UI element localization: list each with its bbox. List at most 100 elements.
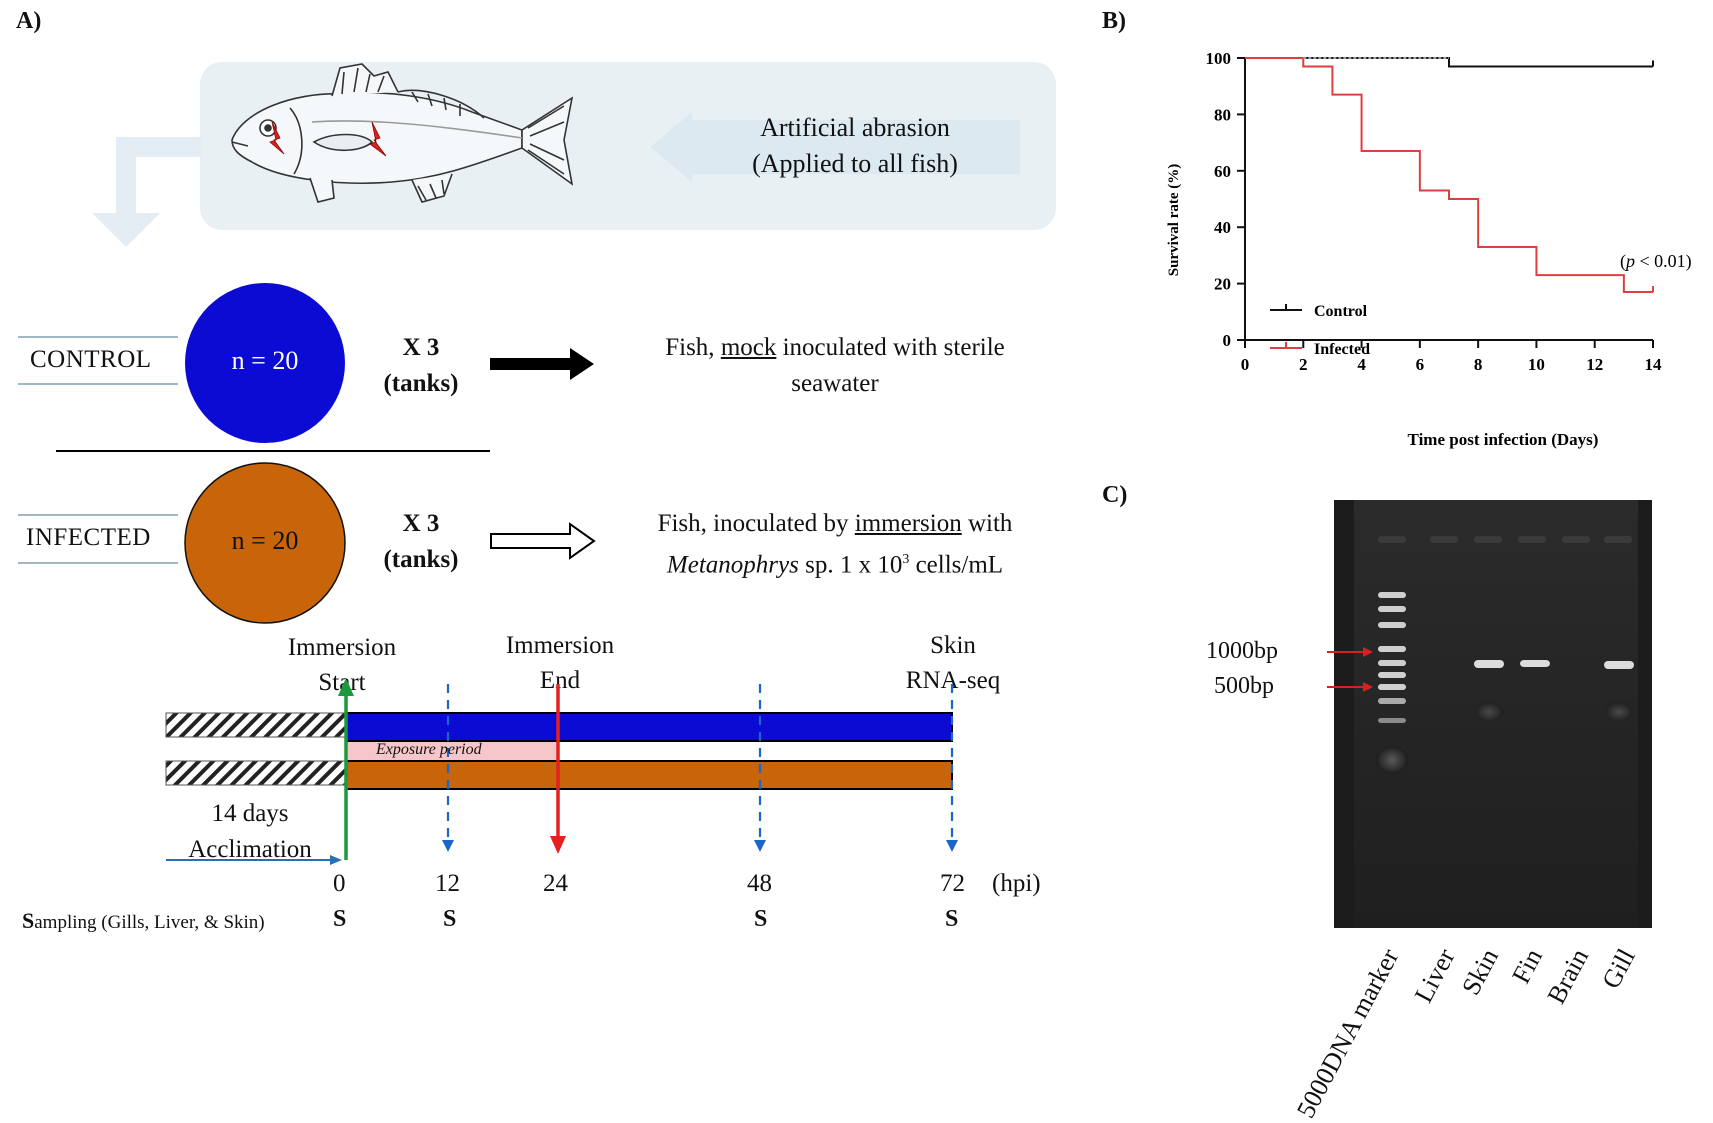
y-tick-label-60: 60: [1214, 162, 1231, 181]
y-tick-label-80: 80: [1214, 105, 1231, 124]
x-tick-label-14: 14: [1645, 355, 1663, 374]
control-label-line-bottom: [18, 383, 178, 385]
lane-label-gill: Gill: [1595, 943, 1641, 994]
chart-ylabel: Survival rate (%): [1166, 164, 1182, 276]
series-infected-line: [1245, 57, 1653, 294]
sampling-mark-0: S: [333, 906, 347, 932]
marker-arrows-icon: [1327, 647, 1373, 692]
legend-control: Control: [1314, 303, 1368, 320]
immersion-end-line2: End: [539, 667, 581, 694]
infected-desc-dose: sp. 1 x 10: [798, 551, 903, 579]
sampling-label-initial: S: [22, 908, 35, 933]
control-desc-post: inoculated with sterile: [776, 334, 1005, 361]
chart-annotation-rest: < 0.01): [1635, 251, 1692, 272]
control-n: n = 20: [231, 346, 299, 375]
control-tanks: (tanks): [383, 370, 459, 397]
x-tick-label-12: 12: [1586, 355, 1603, 374]
lane-label-marker: 5000DNA marker: [1290, 943, 1405, 1123]
skin-rnaseq-line1: Skin: [930, 632, 976, 659]
infected-label: INFECTED: [26, 524, 151, 551]
series-control-line: [1245, 57, 1653, 68]
flow-arrow-down-icon: [92, 137, 202, 247]
control-desc-line2: seawater: [791, 370, 879, 397]
control-desc-pre: Fish,: [665, 334, 721, 361]
panel-c-label: C): [1102, 482, 1128, 508]
infected-desc-pre: Fish, inoculated by: [657, 510, 855, 537]
acclimation-label: 14 days Acclimation: [160, 796, 340, 868]
lane-label-fin: Fin: [1506, 943, 1549, 989]
control-label: CONTROL: [30, 346, 152, 373]
infected-desc-species: Metanophrys: [666, 551, 799, 579]
infected-tanks: (tanks): [383, 546, 459, 573]
panel-a-label: A): [16, 8, 42, 34]
fish-illustration: [231, 63, 574, 203]
infected-replicates: X 3 (tanks): [376, 506, 466, 578]
infected-desc-underlined: immersion: [854, 510, 962, 537]
abrasion-line1: Artificial abrasion: [760, 113, 950, 142]
sampling-mark-48: S: [754, 906, 768, 932]
x-tick-label-0: 0: [1241, 355, 1250, 374]
y-tick-label-100: 100: [1206, 49, 1232, 68]
gel-bands: [1334, 500, 1652, 928]
infected-circle: [184, 462, 346, 624]
y-tick-label-20: 20: [1214, 275, 1231, 294]
sampling-label-rest: ampling (Gills, Liver, & Skin): [34, 912, 265, 933]
timeline-tick-72: 72: [940, 870, 965, 897]
timeline-tick-12: 12: [435, 870, 460, 897]
y-tick-label-0: 0: [1223, 331, 1232, 350]
chart-xlabel: Time post infection (Days): [1408, 430, 1599, 449]
abrasion-text: Artificial abrasion (Applied to all fish…: [700, 110, 1010, 182]
panel-b-label: B): [1102, 8, 1126, 34]
x-tick-label-2: 2: [1299, 355, 1308, 374]
acclimation-line2: Acclimation: [188, 836, 312, 863]
chart-annotation-open: (: [1620, 251, 1626, 272]
chart-legend: Control Infected: [1270, 303, 1370, 358]
exposure-period-label: Exposure period: [376, 741, 482, 758]
timeline-tick-48: 48: [747, 870, 772, 897]
infected-description: Fish, inoculated by immersion with Metan…: [600, 506, 1070, 583]
sampling-label: Sampling (Gills, Liver, & Skin): [22, 908, 265, 934]
sampling-mark-72: S: [945, 906, 959, 932]
control-label-line-top: [18, 336, 178, 338]
marker-500bp: 500bp: [1214, 673, 1274, 699]
control-circle: [185, 283, 345, 443]
lane-label-liver: Liver: [1408, 943, 1461, 1008]
infected-desc-exponent: 3: [902, 552, 910, 567]
control-description: Fish, mock inoculated with sterile seawa…: [620, 330, 1050, 402]
abrasion-line2: (Applied to all fish): [752, 149, 958, 178]
infected-arrow-icon: [490, 522, 596, 560]
immersion-end-line1: Immersion: [505, 632, 615, 659]
timeline-tick-0: 0: [333, 870, 346, 897]
abrasion-arrow-icon: [650, 112, 1020, 182]
timeline-graphic: [165, 680, 958, 865]
immersion-end-label: Immersion End: [480, 628, 640, 698]
marker-1000bp: 1000bp: [1206, 638, 1278, 664]
control-x3: X 3: [402, 334, 440, 361]
infected-label-line-bottom: [18, 562, 178, 564]
acclimation-line1: 14 days: [211, 800, 289, 827]
infected-label-line-top: [18, 514, 178, 516]
infected-n: n = 20: [231, 526, 299, 555]
chart-annotation: (p < 0.01): [1620, 251, 1692, 272]
control-desc-underlined: mock: [720, 334, 777, 361]
lane-label-skin: Skin: [1456, 943, 1505, 1000]
x-tick-label-4: 4: [1357, 355, 1366, 374]
x-tick-label-8: 8: [1474, 355, 1483, 374]
chart-series: [1245, 57, 1654, 294]
sampling-mark-12: S: [443, 906, 457, 932]
infected-desc-unit: cells/mL: [909, 551, 1004, 579]
immersion-start-line1: Immersion: [287, 634, 397, 661]
group-divider: [56, 450, 490, 452]
y-tick-label-40: 40: [1214, 218, 1231, 237]
timeline-tick-24: 24: [543, 870, 568, 897]
legend-infected: Infected: [1314, 341, 1370, 358]
lane-label-brain: Brain: [1541, 943, 1595, 1009]
control-arrow-icon: [490, 348, 594, 380]
infected-x3: X 3: [402, 510, 440, 537]
gel-image: [1334, 500, 1652, 928]
control-replicates: X 3 (tanks): [376, 330, 466, 402]
chart-annotation-p: p: [1624, 251, 1635, 271]
timeline-unit: (hpi): [992, 870, 1041, 897]
